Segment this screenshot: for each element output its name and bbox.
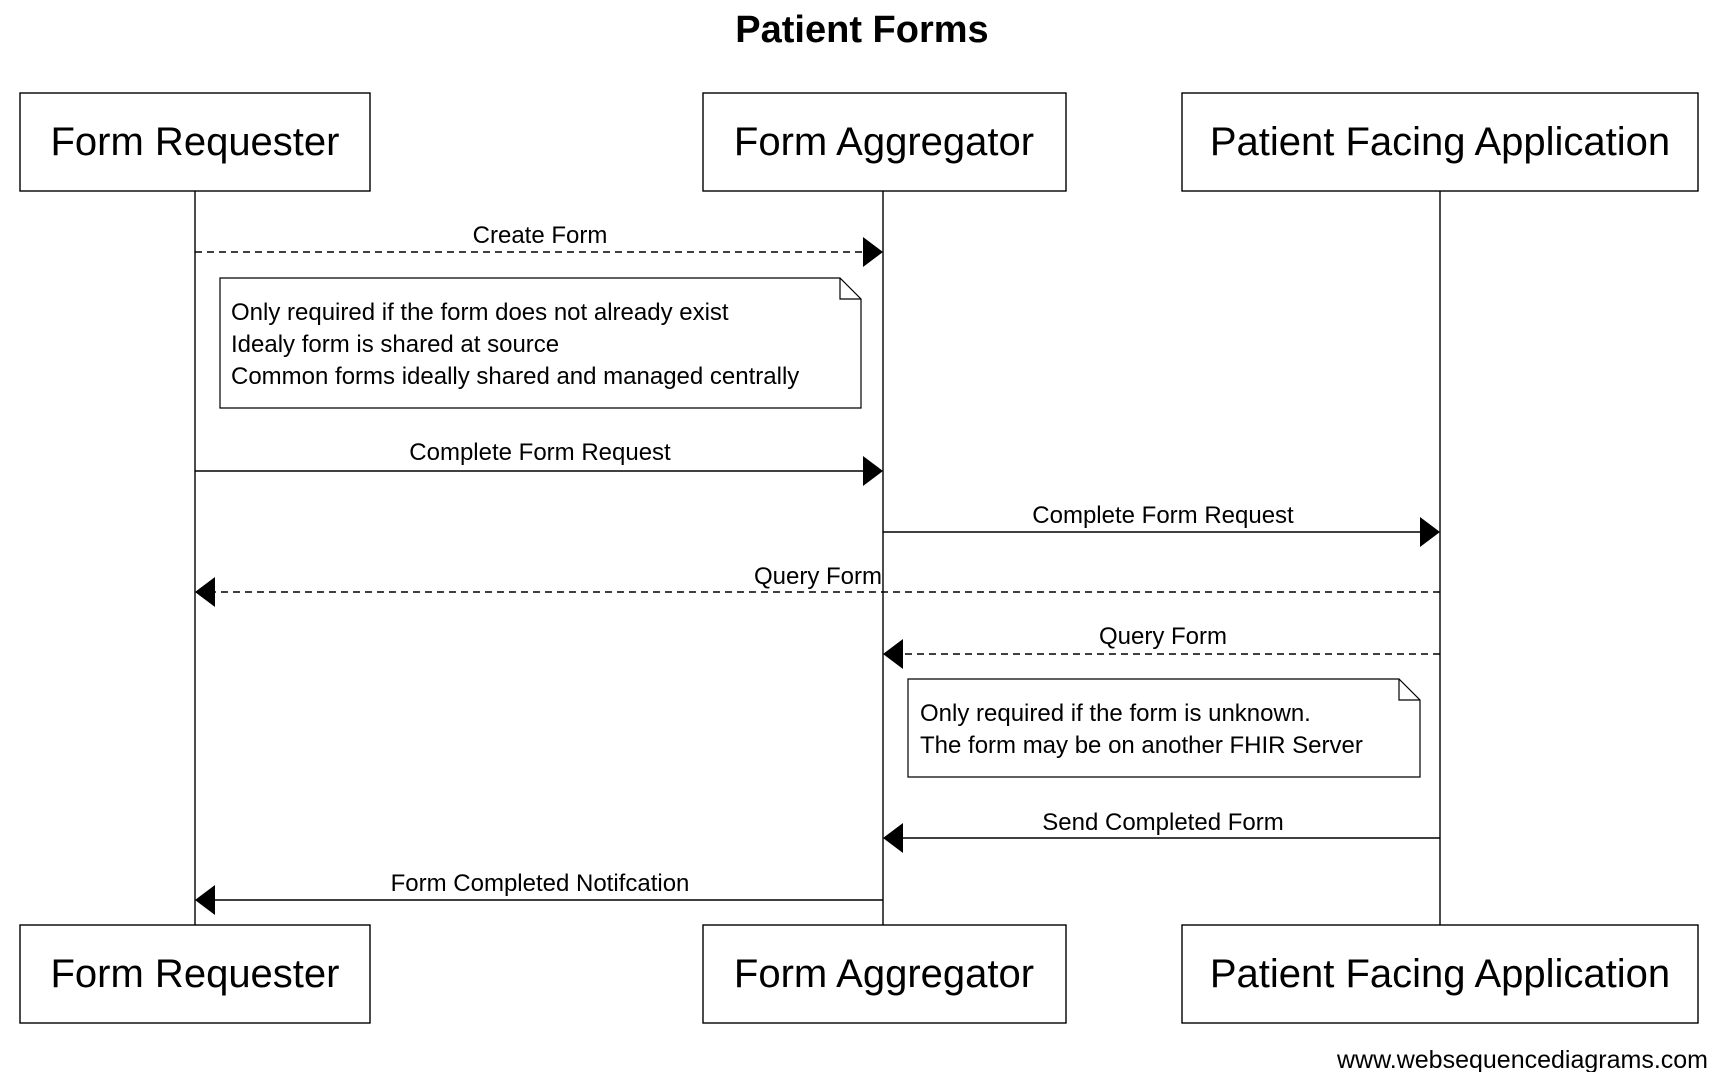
participant-label: Patient Facing Application: [1210, 952, 1670, 996]
message-create-form: Create Form: [195, 222, 883, 267]
diagram-title: Patient Forms: [735, 9, 988, 51]
message-form-completed-notification: Form Completed Notifcation: [195, 870, 883, 915]
note-form-existence: Only required if the form does not alrea…: [219, 277, 862, 409]
watermark-text: www.websequencediagrams.com: [1336, 1046, 1708, 1072]
participant-form-requester-top: Form Requester: [19, 92, 371, 192]
participant-form-aggregator-top: Form Aggregator: [702, 92, 1067, 192]
message-label: Create Form: [473, 222, 608, 249]
participant-label: Form Requester: [51, 120, 340, 164]
participant-form-requester-bottom: Form Requester: [19, 924, 371, 1024]
participant-label: Form Aggregator: [734, 120, 1034, 164]
note-line: Common forms ideally shared and managed …: [231, 363, 799, 390]
arrowhead: [863, 237, 883, 267]
message-label: Send Completed Form: [1042, 809, 1283, 836]
message-complete-form-request-2: Complete Form Request: [883, 502, 1440, 547]
note-line: Idealy form is shared at source: [231, 331, 559, 358]
participant-patient-facing-application-bottom: Patient Facing Application: [1181, 924, 1699, 1024]
note-line: Only required if the form is unknown.: [920, 700, 1311, 727]
participant-label: Form Aggregator: [734, 952, 1034, 996]
arrowhead: [863, 456, 883, 486]
note-form-unknown: Only required if the form is unknown. Th…: [907, 678, 1421, 778]
arrowhead: [1420, 517, 1440, 547]
participant-form-aggregator-bottom: Form Aggregator: [702, 924, 1067, 1024]
participant-label: Patient Facing Application: [1210, 120, 1670, 164]
message-label: Query Form: [754, 563, 882, 590]
note-line: The form may be on another FHIR Server: [920, 732, 1363, 759]
note-line: Only required if the form does not alrea…: [231, 299, 729, 326]
message-label: Query Form: [1099, 623, 1227, 650]
message-query-form-1: Query Form: [195, 563, 1440, 607]
arrowhead: [195, 885, 215, 915]
participant-patient-facing-application-top: Patient Facing Application: [1181, 92, 1699, 192]
message-complete-form-request-1: Complete Form Request: [195, 439, 883, 486]
participant-label: Form Requester: [51, 952, 340, 996]
arrowhead: [195, 577, 215, 607]
message-send-completed-form: Send Completed Form: [883, 809, 1440, 853]
arrowhead: [883, 823, 903, 853]
message-label: Complete Form Request: [1032, 502, 1294, 529]
message-label: Complete Form Request: [409, 439, 671, 466]
arrowhead: [883, 639, 903, 669]
message-query-form-2: Query Form: [883, 623, 1440, 669]
message-label: Form Completed Notifcation: [391, 870, 690, 897]
